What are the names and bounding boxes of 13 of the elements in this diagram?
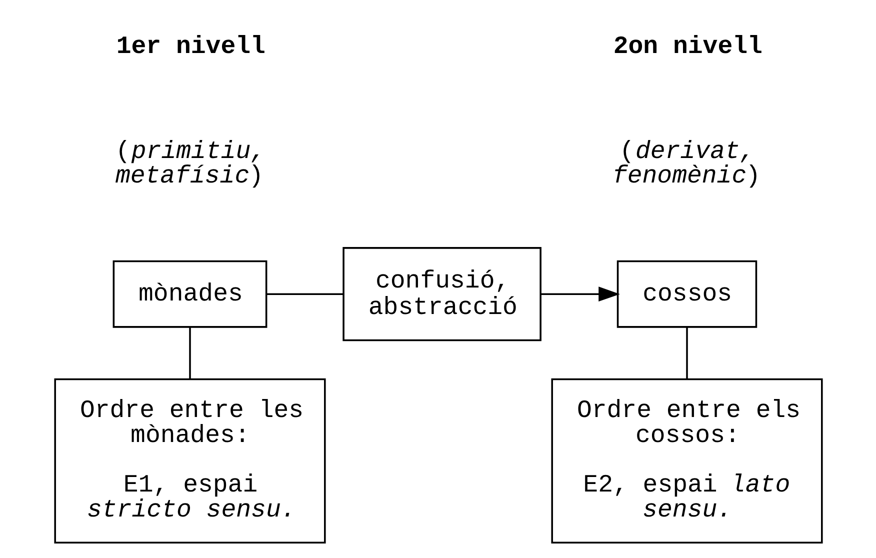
label: (derivat, fenomènic) xyxy=(612,138,760,191)
connector xyxy=(188,327,190,379)
node-box: confusió, abstracció xyxy=(342,247,541,342)
label: (primitiu, metafísic) xyxy=(114,138,266,191)
connector xyxy=(686,327,688,379)
node-box: Ordre entre les mònades: E1, espai stricto sensu. xyxy=(54,378,326,544)
node-box: cossos xyxy=(616,260,757,328)
node-box: Ordre entre els cossos: E2, espai lato sensu. xyxy=(550,378,822,544)
connector xyxy=(266,293,343,295)
label: 2on nivell xyxy=(612,33,762,62)
arrow xyxy=(540,286,620,302)
label: 1er nivell xyxy=(116,33,265,62)
node-box: mònades xyxy=(112,260,267,328)
